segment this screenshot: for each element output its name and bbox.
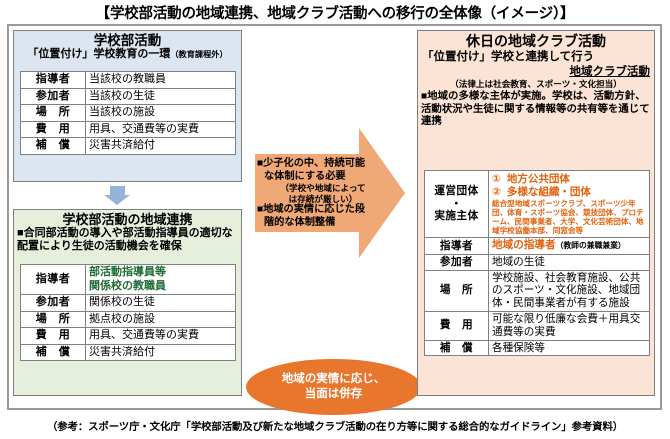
right-arrow-icon: ■少子化の中、持続可能 な体制にする必要 （学校や地域によって は存続が厳しい）… (255, 128, 405, 258)
operator-detail: 総合型地域スポーツクラブ、スポーツ少年団、体育・スポーツ協会、競技団体、プロチー… (492, 199, 644, 235)
panel-school-subtitle-main: 「位置付け」学校教育の一環 (27, 48, 171, 60)
row-value: 当該校の教職員 (85, 71, 236, 89)
row-value-main: 地域の指導者 (492, 239, 556, 251)
row-value: 拠点校の施設 (85, 310, 236, 328)
operator-item-2-text: 多様な組織・団体 (506, 186, 591, 198)
row-value: 学校施設、社会教育施設、公共のスポーツ・文化施設、地域団体・民間事業者が有する施… (488, 269, 650, 312)
table-row: 参加者 関係校の生徒 (20, 294, 236, 312)
center-arrow-line4: 階的な体制整備 (264, 216, 336, 228)
row-label: 参加者 (20, 294, 86, 312)
row-label: 場 所 (20, 104, 86, 122)
table-row: 参加者 地域の生徒 (424, 253, 650, 271)
table-row: 指導者 部活動指導員等 関係校の教職員 (20, 264, 236, 295)
center-arrow-line2: な体制にする必要 (264, 170, 346, 182)
row-label: 費 用 (20, 327, 86, 345)
row-value: 可能な限り低廉な会費＋用具交通費等の実費 (488, 310, 650, 341)
panel-club-subtitle-a-text: 「位置付け」学校と連携して行う (422, 51, 595, 63)
row-label: 補 償 (20, 343, 86, 361)
panel-link-title: 学校部活動の地域連携 (62, 212, 193, 227)
table-holiday-community-club-activity: 運営団体 ・ 実施主体 ① 地方公共団体 ② 多様な組織・団体 総合型地域スポーツク… (424, 170, 650, 357)
panel-school-club-activity: 学校部活動 「位置付け」学校教育の一環（教育課程外） 指導者 当該校の教職員 参… (13, 30, 242, 182)
row-label: 指導者 (20, 264, 86, 295)
row-value: 部活動指導員等 関係校の教職員 (85, 264, 236, 295)
center-arrow-note1: （学校や地域によって (280, 183, 366, 194)
table-row: 補 償 各種保険等 (424, 339, 650, 357)
panel-club-subtitle-a: 「位置付け」学校と連携して行う (418, 49, 654, 64)
row-label: 参加者 (20, 87, 86, 105)
coexistence-line2: 当面は併存 (304, 388, 363, 400)
row-label: 補 償 (20, 137, 86, 155)
coexistence-callout-text: 地域の実情に応じ、 当面は併存 (282, 372, 386, 402)
table-row: 場 所 拠点校の施設 (20, 310, 236, 328)
row-label: 場 所 (424, 269, 489, 312)
table-school-community-cooperation: 指導者 部活動指導員等 関係校の教職員 参加者 関係校の生徒 場 所 拠点校の施… (20, 264, 236, 361)
row-value: 地域の生徒 (488, 253, 650, 271)
operator-item-1: ① 地方公共団体 (492, 173, 646, 186)
table-row: 場 所 当該校の施設 (20, 104, 236, 122)
row-label: 費 用 (20, 120, 86, 138)
panel-club-subtitle-b: 地域クラブ活動 (418, 64, 654, 79)
panel-school-subtitle-note: （教育課程外） (170, 50, 228, 59)
panel-club-subtitle-note: （法律上は社会教育、スポーツ・文化担当） (450, 79, 622, 89)
row-label: 参加者 (424, 253, 489, 271)
center-arrow-line1: ■少子化の中、持続可能 (257, 158, 366, 169)
row-value: 災害共済給付 (85, 137, 236, 155)
panel-link-subtitle: ■合同部活動の導入や部活動指導員の適切な配置により生徒の活動機会を確保 (17, 227, 233, 252)
operator-item-2-num: ② (492, 186, 501, 198)
row-value: 関係校の生徒 (85, 294, 236, 312)
table-row: 運営団体 ・ 実施主体 ① 地方公共団体 ② 多様な組織・団体 総合型地域スポーツク… (424, 170, 650, 238)
panel-school-title: 学校部活動 (93, 33, 162, 48)
center-arrow-line3: ■地域の実情に応じた段 (257, 204, 366, 216)
row-label: 補 償 (424, 339, 489, 357)
table-school-club-activity: 指導者 当該校の教職員 参加者 当該校の生徒 場 所 当該校の施設 費 用 用具… (20, 71, 236, 155)
row-value: 各種保険等 (488, 339, 650, 357)
panel-club-subtitle-b-text: 地域クラブ活動 (569, 66, 651, 78)
row-value: 地域の指導者（教師の兼職兼業） (488, 237, 650, 255)
table-row: 補 償 災害共済給付 (20, 137, 236, 155)
page-title: 【学校部活動の地域連携、地域クラブ活動への移行の全体像（イメージ）】 (95, 6, 575, 22)
row-value: 用具、交通費等の実費 (85, 327, 236, 345)
table-row: 指導者 当該校の教職員 (20, 71, 236, 89)
row-value: 災害共済給付 (85, 343, 236, 361)
center-arrow-note2: は存続が厳しい） (288, 193, 358, 204)
panel-holiday-community-club-activity: 休日の地域クラブ活動 「位置付け」学校と連携して行う 地域クラブ活動 （法律上は… (417, 30, 655, 396)
table-row: 補 償 災害共済給付 (20, 343, 236, 361)
table-row: 費 用 用具、交通費等の実費 (20, 120, 236, 138)
row-value: 当該校の生徒 (85, 87, 236, 105)
table-row: 場 所 学校施設、社会教育施設、公共のスポーツ・文化施設、地域団体・民間事業者が… (424, 269, 650, 312)
panel-club-title: 休日の地域クラブ活動 (466, 33, 606, 49)
panel-club-subtitle-body: ■地域の多様な主体が実施。学校は、活動方針、活動状況や生徒に関する情報等の共有等… (421, 91, 650, 128)
row-value-note: （教師の兼職兼業） (555, 241, 626, 250)
row-label: 費 用 (424, 310, 489, 341)
row-value: ① 地方公共団体 ② 多様な組織・団体 総合型地域スポーツクラブ、スポーツ少年団、体… (488, 170, 650, 238)
operator-item-1-num: ① (492, 173, 501, 185)
source-footnote: （参考：スポーツ庁・文化庁「学校部活動及び新たな地域クラブ活動の在り方等に関する… (46, 422, 624, 433)
coexistence-line1: 地域の実情に応じ、 (281, 373, 386, 385)
panel-school-subtitle: 「位置付け」学校教育の一環（教育課程外） (14, 48, 241, 61)
coexistence-callout: 地域の実情に応じ、 当面は併存 (246, 359, 421, 415)
row-label: 指導者 (424, 237, 489, 255)
operator-item-2: ② 多様な組織・団体 (492, 186, 646, 199)
row-label: 場 所 (20, 310, 86, 328)
table-row: 指導者 地域の指導者（教師の兼職兼業） (424, 237, 650, 255)
row-value: 当該校の施設 (85, 104, 236, 122)
table-row: 費 用 可能な限り低廉な会費＋用具交通費等の実費 (424, 310, 650, 341)
row-label: 指導者 (20, 71, 86, 89)
table-row: 費 用 用具、交通費等の実費 (20, 327, 236, 345)
row-label: 運営団体 ・ 実施主体 (424, 170, 489, 238)
panel-school-community-cooperation: 学校部活動の地域連携 ■合同部活動の導入や部活動指導員の適切な配置により生徒の活… (13, 209, 242, 396)
operator-item-1-text: 地方公共団体 (506, 173, 570, 185)
row-value: 用具、交通費等の実費 (85, 120, 236, 138)
table-row: 参加者 当該校の生徒 (20, 87, 236, 105)
center-arrow-text: ■少子化の中、持続可能 な体制にする必要 （学校や地域によって は存続が厳しい）… (257, 158, 385, 229)
